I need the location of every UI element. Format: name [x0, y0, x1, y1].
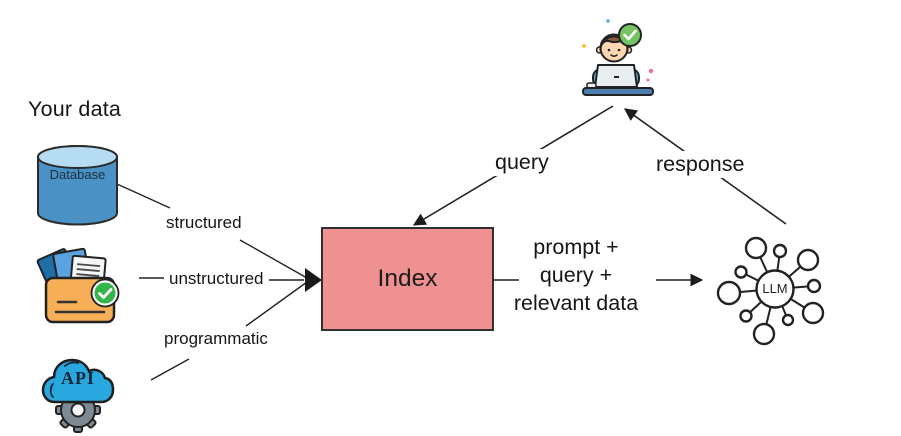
api-cloud-gear-icon [41, 358, 115, 433]
structured-label: structured [162, 212, 246, 234]
programmatic-to-index-line [245, 281, 308, 327]
index-label: Index [377, 265, 438, 292]
llm-network-icon [716, 236, 825, 346]
prompt-query-data-label: prompt + query + relevant data [513, 235, 639, 315]
structured-to-index-line [239, 239, 308, 279]
index-box [321, 227, 494, 331]
unstructured-label: unstructured [165, 268, 268, 290]
sparkle-dot [648, 68, 654, 74]
llm-satellite-nodes [716, 236, 825, 346]
llm-label: LLM [762, 281, 788, 296]
database-to-structured-line [116, 183, 171, 209]
your-data-heading: Your data [28, 97, 122, 121]
programmatic-label: programmatic [160, 328, 272, 350]
check-badge-icon [90, 278, 120, 308]
check-badge-icon [618, 23, 642, 47]
database-cylinder-icon [37, 145, 118, 226]
sparkle-dot [606, 19, 610, 23]
sparkle-dot [582, 44, 586, 48]
documents-folder-icon [36, 247, 120, 324]
database-label: Database [49, 167, 106, 182]
llm-center-node [755, 269, 795, 309]
index-input-arrowhead [305, 268, 322, 292]
api-to-programmatic-line [150, 358, 190, 381]
cloud-shape [41, 358, 115, 404]
desk [582, 87, 654, 96]
api-label: API [61, 368, 95, 388]
sparkle-dot [646, 78, 650, 82]
person-at-laptop-icon [582, 19, 654, 96]
response-label: response [652, 151, 749, 178]
query-label: query [491, 149, 553, 176]
